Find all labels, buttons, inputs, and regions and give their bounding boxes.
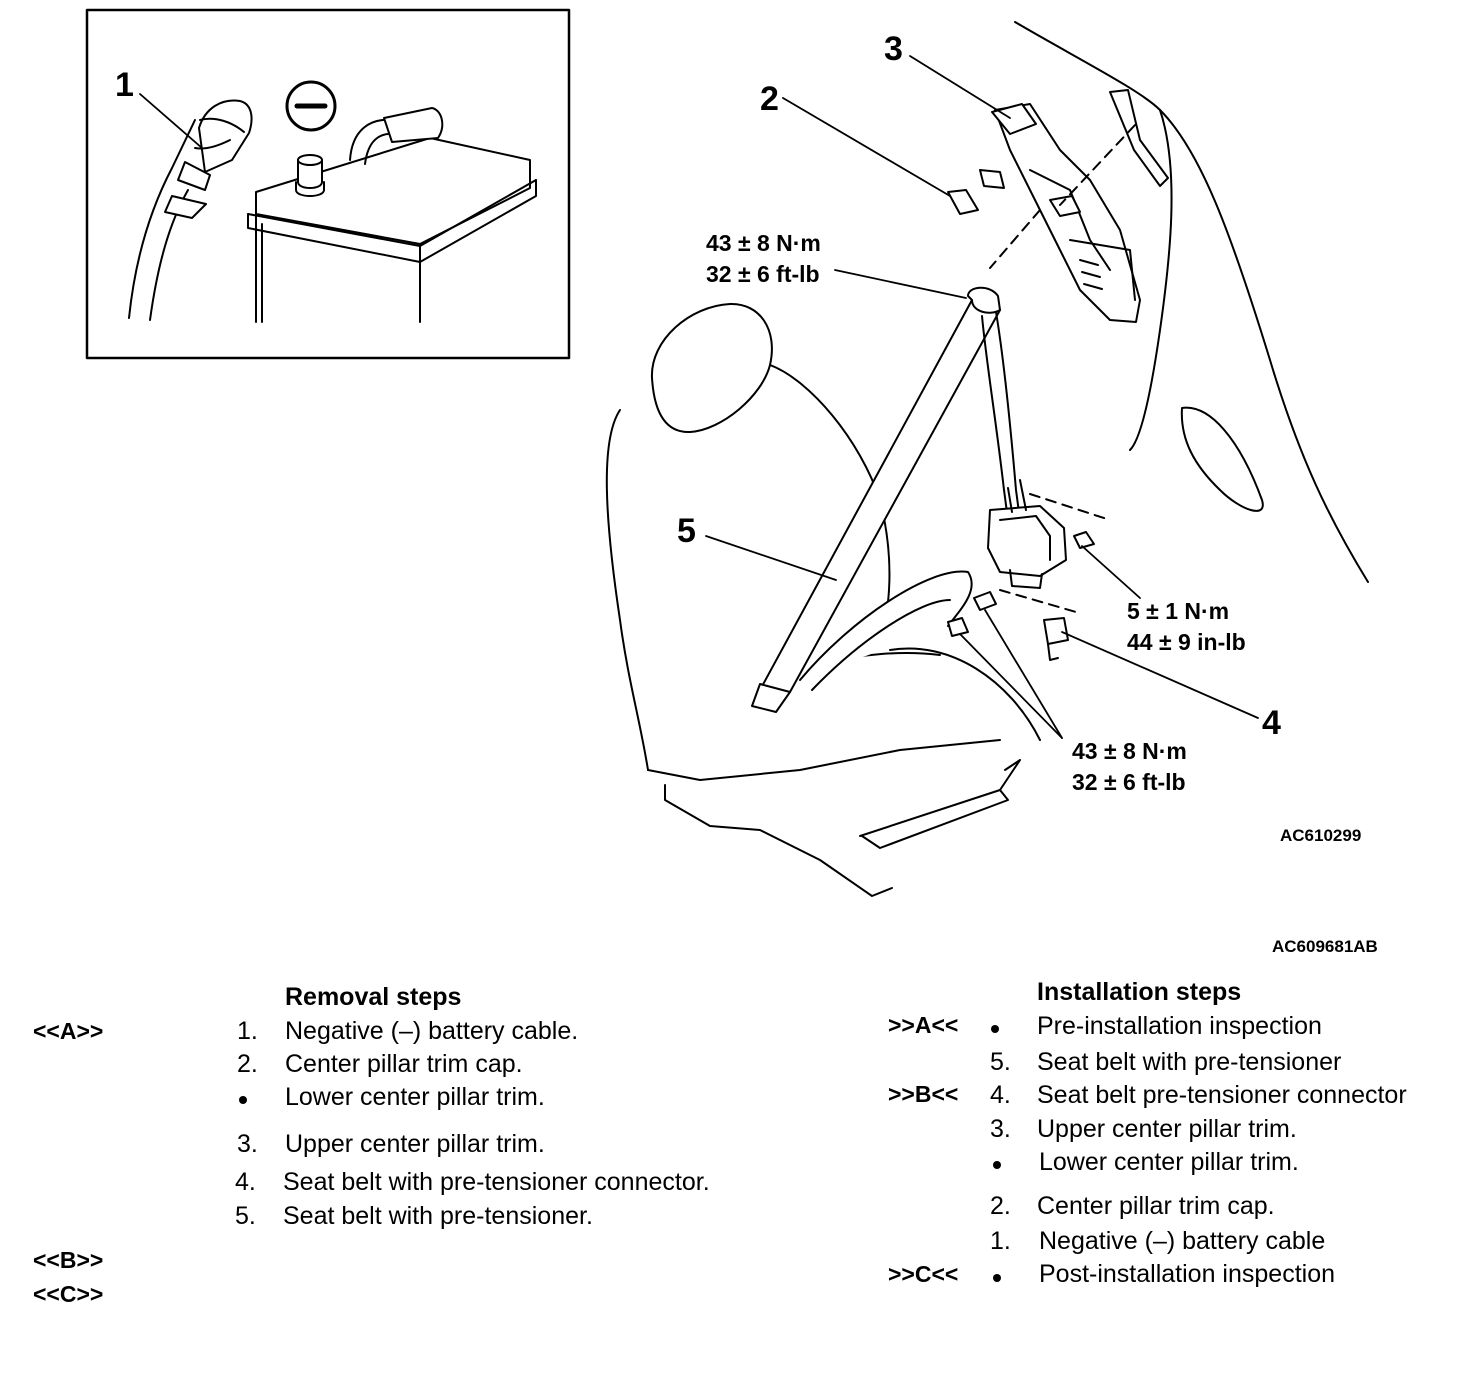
installation-step-4-text: Upper center pillar trim. xyxy=(1037,1115,1297,1143)
callout-3: 3 xyxy=(884,30,903,68)
removal-step-2-num: 2. xyxy=(237,1050,258,1078)
installation-heading: Installation steps xyxy=(1037,978,1242,1006)
seat xyxy=(605,302,1041,897)
leader-lines xyxy=(139,55,1259,739)
retractor xyxy=(947,479,1111,661)
removal-step-1-text: Negative (–) battery cable. xyxy=(285,1017,579,1045)
removal-step-6-text: Seat belt with pre-tensioner. xyxy=(283,1202,593,1230)
figure-code-outer: AC609681AB xyxy=(1272,937,1378,956)
negative-terminal-symbol xyxy=(285,80,337,132)
installation-step-1-text: Pre-installation inspection xyxy=(1037,1012,1322,1040)
removal-step-3-text: Lower center pillar trim. xyxy=(285,1083,545,1111)
callout-2: 2 xyxy=(760,80,779,118)
center-pillar xyxy=(947,21,1369,583)
installation-step-5-text: Lower center pillar trim. xyxy=(1039,1148,1299,1176)
battery-inset xyxy=(85,8,571,360)
torque-retractor-bolt: 5 ± 1 N·m 44 ± 9 in-lb xyxy=(1127,596,1246,658)
figure-code-inner: AC610299 xyxy=(1280,826,1362,845)
callout-1: 1 xyxy=(115,66,134,104)
callout-5: 5 xyxy=(677,512,696,550)
installation-step-6-text: Center pillar trim cap. xyxy=(1037,1192,1275,1220)
installation-step-4-num: 3. xyxy=(990,1115,1011,1143)
installation-step-2-text: Seat belt with pre-tensioner xyxy=(1037,1048,1342,1076)
removal-step-4-text: Upper center pillar trim. xyxy=(285,1130,545,1158)
removal-heading: Removal steps xyxy=(285,983,462,1011)
removal-step-5-text: Seat belt with pre-tensioner connector. xyxy=(283,1168,710,1196)
installation-step-7-num: 1. xyxy=(990,1227,1011,1255)
removal-step-5-num: 4. xyxy=(235,1168,256,1196)
torque-upper-anchor-ftlb: 32 ± 6 ft-lb xyxy=(706,261,820,287)
torque-lower-anchor-ftlb: 32 ± 6 ft-lb xyxy=(1072,769,1186,795)
removal-step-2-text: Center pillar trim cap. xyxy=(285,1050,523,1078)
torque-retractor-nm: 5 ± 1 N·m xyxy=(1127,598,1230,624)
torque-retractor-inlb: 44 ± 9 in-lb xyxy=(1127,629,1246,655)
installation-step-7-text: Negative (–) battery cable xyxy=(1039,1227,1326,1255)
callout-4: 4 xyxy=(1262,704,1281,742)
installation-step-bullet xyxy=(991,1025,999,1033)
installation-step-bullet xyxy=(993,1161,1001,1169)
installation-step-6-num: 2. xyxy=(990,1192,1011,1220)
torque-lower-anchor: 43 ± 8 N·m 32 ± 6 ft-lb xyxy=(1072,736,1187,798)
inset-frame xyxy=(85,8,571,360)
removal-tag-c: <<C>> xyxy=(33,1281,104,1307)
removal-tag-a: <<A>> xyxy=(33,1018,104,1044)
torque-upper-anchor-nm: 43 ± 8 N·m xyxy=(706,230,821,256)
installation-tag-c: >>C<< xyxy=(888,1261,959,1287)
installation-step-8-text: Post-installation inspection xyxy=(1039,1260,1335,1288)
installation-step-3-text: Seat belt pre-tensioner connector xyxy=(1037,1081,1407,1109)
removal-step-1-num: 1. xyxy=(237,1017,258,1045)
removal-step-4-num: 3. xyxy=(237,1130,258,1158)
installation-step-2-num: 5. xyxy=(990,1048,1011,1076)
removal-step-bullet xyxy=(239,1096,247,1104)
removal-step-6-num: 5. xyxy=(235,1202,256,1230)
torque-upper-anchor: 43 ± 8 N·m 32 ± 6 ft-lb xyxy=(706,228,821,290)
removal-tag-b: <<B>> xyxy=(33,1247,104,1273)
seat-belt-webbing xyxy=(751,286,1021,713)
installation-step-bullet xyxy=(993,1274,1001,1282)
installation-tag-a: >>A<< xyxy=(888,1012,959,1038)
installation-step-3-num: 4. xyxy=(990,1081,1011,1109)
torque-lower-anchor-nm: 43 ± 8 N·m xyxy=(1072,738,1187,764)
installation-tag-b: >>B<< xyxy=(888,1081,959,1107)
